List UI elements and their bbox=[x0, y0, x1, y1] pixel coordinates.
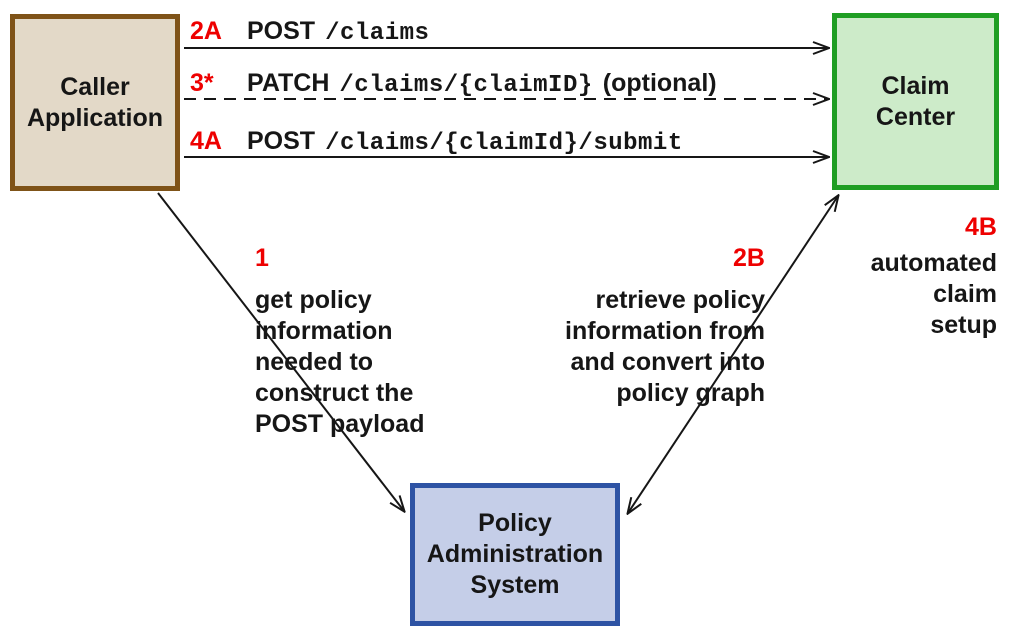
annotation-step-4b: 4B automated claim setup bbox=[871, 212, 997, 341]
node-policy-administration-system: Policy Administration System bbox=[410, 483, 620, 626]
annotation-step-2b: 2B retrieve policy information from and … bbox=[565, 243, 765, 409]
step-number-1: 1 bbox=[255, 244, 269, 272]
step-number-4b: 4B bbox=[965, 213, 997, 241]
caller-application-label: Caller Application bbox=[26, 72, 164, 132]
step-number-2b: 2B bbox=[733, 244, 765, 272]
step-number-3: 3* bbox=[190, 69, 214, 97]
message-patch-claims: 3* PATCH /claims/{claimID} (optional) bbox=[190, 69, 717, 99]
annotation-step-1-text: get policy information needed to constru… bbox=[255, 286, 425, 438]
claim-center-label: Claim Center bbox=[875, 71, 956, 131]
arrow-caller-to-pas bbox=[157, 192, 404, 511]
policy-administration-system-label: Policy Administration System bbox=[426, 509, 604, 599]
annotation-step-4b-text: automated claim setup bbox=[870, 249, 997, 339]
http-method: PATCH bbox=[247, 69, 330, 97]
message-post-claims-submit: 4A POST /claims/{claimId}/submit bbox=[190, 127, 683, 157]
annotation-step-1: 1 get policy information needed to const… bbox=[255, 243, 424, 440]
arrow-pas-claimcenter-bidirectional bbox=[628, 196, 838, 513]
endpoint-path: /claims bbox=[325, 20, 430, 47]
http-method: POST bbox=[247, 17, 316, 45]
endpoint-path: /claims/{claimID} bbox=[339, 72, 593, 99]
endpoint-path: /claims/{claimId}/submit bbox=[325, 130, 683, 157]
message-note: (optional) bbox=[602, 69, 717, 97]
node-caller-application: Caller Application bbox=[10, 14, 180, 191]
annotation-step-2b-text: retrieve policy information from and con… bbox=[565, 286, 765, 407]
message-post-claims: 2A POST /claims bbox=[190, 17, 429, 47]
step-number-2a: 2A bbox=[190, 17, 222, 45]
step-number-4a: 4A bbox=[190, 127, 222, 155]
node-claim-center: Claim Center bbox=[832, 13, 999, 190]
http-method: POST bbox=[247, 127, 316, 155]
